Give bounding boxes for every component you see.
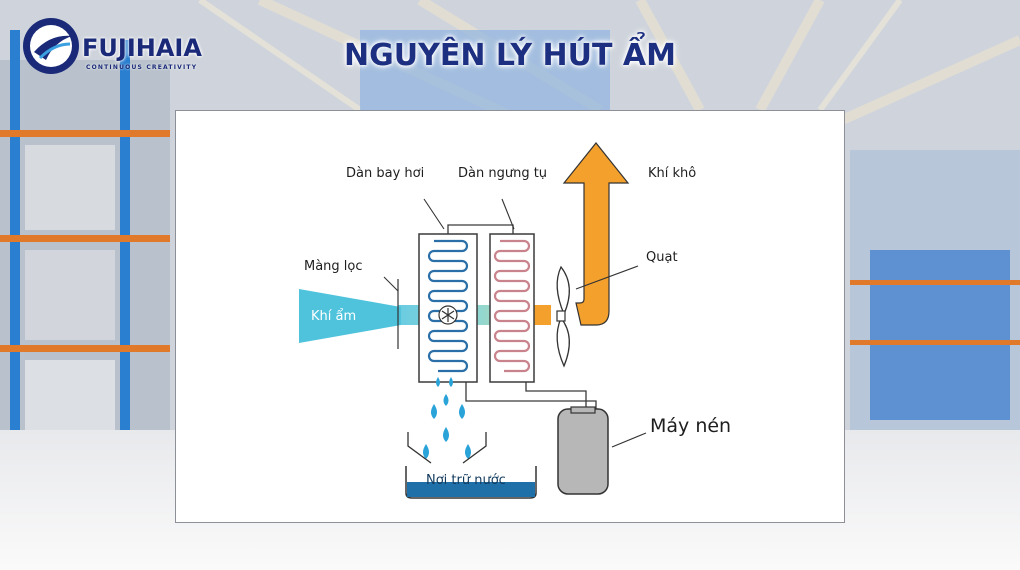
funnel-right	[462, 432, 487, 464]
evaporator-coil	[427, 239, 469, 373]
dry-air-arrow	[562, 142, 630, 326]
leader-condenser	[501, 198, 515, 230]
humid-air-cone	[299, 289, 401, 343]
leader-compressor	[611, 432, 647, 448]
leader-fan	[575, 265, 639, 290]
label-humid-air: Khí ẩm	[311, 309, 357, 324]
label-dry-air: Khí khô	[648, 166, 697, 181]
water-drop-icons	[423, 377, 471, 459]
leader-filter	[383, 276, 399, 292]
snowflake-icon	[438, 305, 458, 325]
dehumidifier-diagram	[299, 142, 647, 499]
compressor	[557, 406, 609, 495]
water-tank	[405, 466, 537, 499]
funnel-left	[407, 432, 432, 464]
diagram-panel: Dàn bay hơi Dàn ngưng tụ Khí khô Màng lọ…	[175, 110, 845, 523]
page-title: NGUYÊN LÝ HÚT ẨM	[344, 38, 676, 73]
label-compressor: Máy nén	[650, 415, 732, 437]
warm-air-segment	[531, 305, 551, 325]
brand-logo	[20, 14, 220, 84]
condenser-coil	[493, 239, 531, 373]
condenser-coil-box	[489, 233, 535, 383]
brand-slogan: CONTINUOUS CREATIVITY	[86, 64, 198, 71]
refrigerant-pipe-low	[465, 382, 597, 411]
logo-emblem-icon	[23, 18, 79, 74]
label-filter: Màng lọc	[304, 259, 363, 274]
leader-evaporator	[423, 198, 445, 230]
label-evaporator: Dàn bay hơi	[346, 166, 425, 181]
label-water-tank: Nơi trữ nước	[426, 473, 506, 488]
refrigerant-pipe-high	[525, 382, 587, 411]
label-condenser: Dàn ngưng tụ	[458, 166, 548, 181]
refrigerant-pipe-top	[447, 224, 514, 234]
label-fan: Quạt	[646, 250, 678, 265]
fan-icon	[556, 265, 570, 368]
brand-name: FUJIHAIA	[82, 34, 202, 62]
